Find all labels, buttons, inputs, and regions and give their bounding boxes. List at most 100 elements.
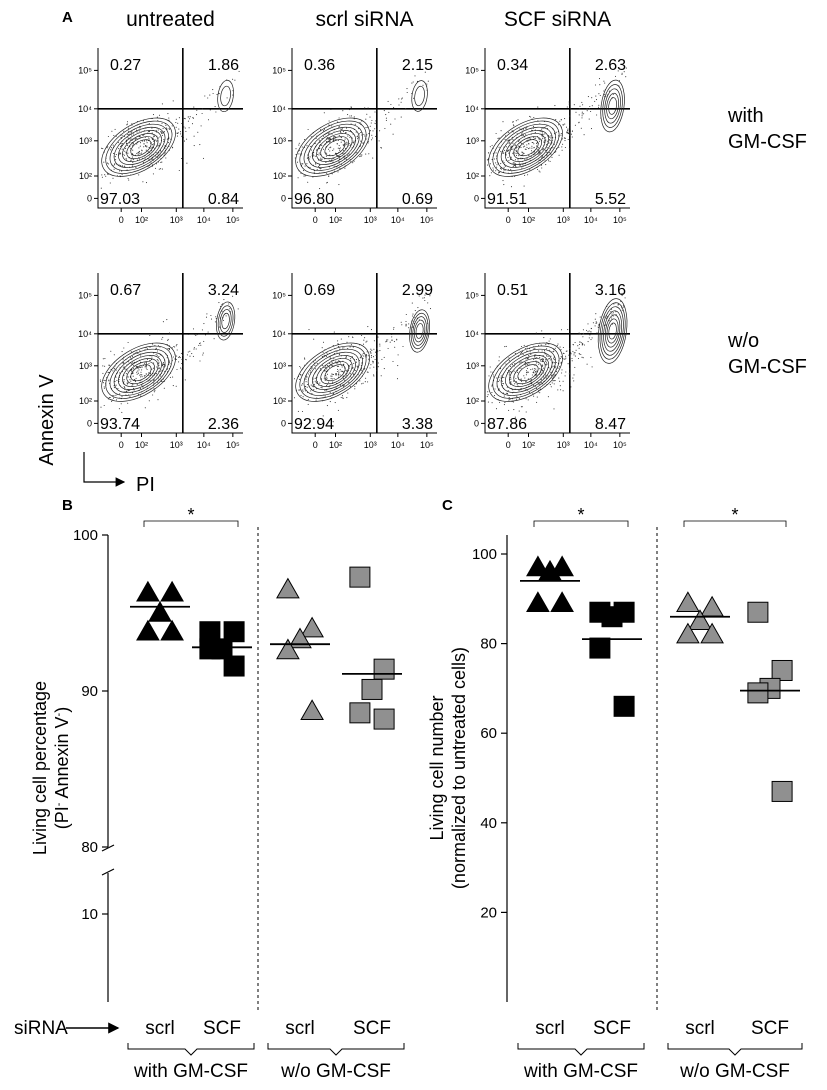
flow-event [369,116,371,118]
flow-event [495,408,498,410]
flow-event [302,396,304,398]
flow-event [406,91,408,94]
flow-event [361,134,363,136]
flow-column-title: SCF siRNA [504,8,611,31]
flow-event [560,389,562,391]
flow-event [493,158,496,160]
flow-event [522,353,524,356]
data-point-square [747,601,769,623]
data-point-triangle [550,555,574,577]
flow-event [365,354,367,356]
flow-event [535,375,537,377]
flow-event [162,132,164,134]
flow-event [335,152,337,155]
flow-event [299,389,301,391]
flow-event [569,134,571,137]
flow-event [560,361,562,363]
flow-event [121,396,123,398]
flow-y-tick-label: 10³ [466,136,479,146]
flow-event [541,167,543,169]
flow-event [509,371,511,373]
flow-event [590,328,592,330]
flow-x-tick-label: 10⁴ [391,215,405,225]
flow-event [508,409,510,411]
flow-event [106,147,108,149]
flow-event [168,127,170,129]
flow-event [532,125,535,127]
flow-event [307,181,309,183]
flow-event [348,381,350,383]
flow-event [157,360,159,362]
flow-event [309,166,311,169]
flow-event [117,387,119,390]
flow-event [564,358,566,360]
flow-event [145,182,148,184]
flow-event [354,123,356,125]
flow-event [309,370,311,372]
flow-event [201,112,203,115]
flow-event [499,401,501,403]
flow-event [107,371,109,373]
flow-event [494,388,496,390]
flow-event [306,163,308,165]
flow-event [168,117,170,119]
flow-event [204,334,207,336]
panel-label-c: C [442,497,453,514]
flow-event [360,131,362,134]
flow-event [132,159,134,161]
flow-event [521,129,523,131]
flow-event [569,368,571,370]
flow-event [525,134,527,136]
flow-event [365,341,367,343]
flow-event [550,374,552,377]
flow-event [553,408,555,410]
flow-event [362,382,364,384]
flow-event [158,361,160,363]
y-tick-label: 90 [81,683,98,700]
flow-event [377,336,379,338]
flow-event [318,152,320,154]
flow-row-label: w/o [727,330,759,352]
flow-event [316,153,318,155]
flow-event [202,354,204,356]
flow-y-tick-label: 0 [474,418,479,428]
flow-y-tick-label: 10² [273,171,286,181]
flow-event [518,155,520,157]
flow-event [569,129,571,131]
flow-event [379,343,381,345]
flow-event [587,323,589,325]
flow-event [320,386,322,389]
flow-event [111,130,113,132]
flow-contour [505,130,549,165]
flow-event [514,159,517,161]
flow-event [195,348,197,350]
flow-event [154,390,156,392]
flow-event [527,378,529,380]
flow-event [594,84,597,86]
flow-event [361,154,363,156]
flow-event [541,365,543,368]
flow-event [301,146,303,148]
flow-event [569,131,571,133]
flow-event [334,402,336,404]
flow-event [565,371,567,373]
flow-event [524,145,526,147]
flow-event [542,364,544,366]
flow-event [375,354,377,356]
flow-event [113,164,116,166]
flow-event [322,148,325,150]
flow-event [162,362,164,364]
flow-contour [113,351,166,393]
flow-event [612,315,614,317]
flow-event [318,139,320,141]
flow-column-title: scrl siRNA [316,8,414,31]
flow-event [541,369,543,372]
flow-event [328,138,330,140]
flow-event [515,381,517,383]
flow-event [417,307,419,309]
flow-event [589,334,591,336]
flow-event [381,358,383,360]
flow-event [558,124,560,126]
series [130,580,190,641]
